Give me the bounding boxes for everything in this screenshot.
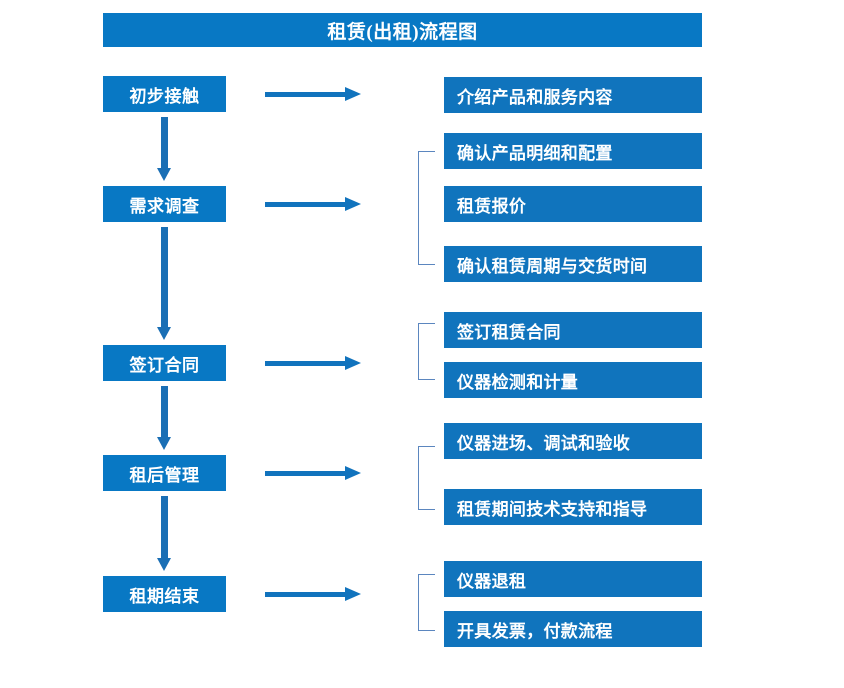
detail-box-9[interactable]: 仪器退租 (444, 561, 702, 597)
group-bracket-1 (418, 151, 435, 265)
detail-box-3[interactable]: 租赁报价 (444, 186, 702, 222)
horizontal-arrow-icon-4 (265, 466, 361, 480)
detail-box-8[interactable]: 租赁期间技术支持和指导 (444, 489, 702, 525)
detail-label-1: 介绍产品和服务内容 (457, 87, 613, 107)
detail-box-7[interactable]: 仪器进场、调试和验收 (444, 423, 702, 459)
vertical-arrow-icon-2 (157, 227, 172, 340)
diagram-title-bar: 租赁(出租)流程图 (103, 13, 702, 47)
diagram-title: 租赁(出租)流程图 (327, 21, 478, 43)
group-bracket-3 (418, 446, 435, 510)
stage-box-1[interactable]: 初步接触 (103, 76, 226, 112)
horizontal-arrow-icon-5 (265, 587, 361, 601)
group-bracket-4 (418, 574, 435, 631)
vertical-arrow-icon-1 (157, 117, 172, 181)
stage-box-3[interactable]: 签订合同 (103, 345, 226, 381)
detail-label-5: 签订租赁合同 (457, 322, 561, 342)
detail-label-8: 租赁期间技术支持和指导 (457, 499, 648, 519)
stage-box-4[interactable]: 租后管理 (103, 455, 226, 491)
detail-label-3: 租赁报价 (457, 196, 527, 216)
vertical-arrow-icon-3 (157, 386, 172, 450)
detail-box-6[interactable]: 仪器检测和计量 (444, 362, 702, 398)
horizontal-arrow-icon-1 (265, 87, 361, 101)
detail-label-9: 仪器退租 (457, 571, 527, 591)
detail-label-7: 仪器进场、调试和验收 (457, 433, 630, 453)
vertical-arrow-icon-4 (157, 496, 172, 571)
detail-label-6: 仪器检测和计量 (457, 372, 579, 392)
horizontal-arrow-icon-3 (265, 356, 361, 370)
stage-label-5: 租期结束 (129, 586, 200, 606)
stage-label-3: 签订合同 (129, 355, 200, 375)
group-bracket-2 (418, 323, 435, 380)
stage-box-2[interactable]: 需求调查 (103, 186, 226, 222)
detail-box-2[interactable]: 确认产品明细和配置 (444, 133, 702, 169)
stage-label-1: 初步接触 (129, 86, 200, 106)
stage-label-2: 需求调查 (129, 196, 200, 216)
detail-label-4: 确认租赁周期与交货时间 (457, 256, 648, 276)
stage-box-5[interactable]: 租期结束 (103, 576, 226, 612)
detail-label-10: 开具发票，付款流程 (457, 621, 613, 641)
detail-box-4[interactable]: 确认租赁周期与交货时间 (444, 246, 702, 282)
detail-label-2: 确认产品明细和配置 (457, 143, 613, 163)
stage-label-4: 租后管理 (129, 465, 200, 485)
horizontal-arrow-icon-2 (265, 197, 361, 211)
detail-box-1[interactable]: 介绍产品和服务内容 (444, 77, 702, 113)
detail-box-5[interactable]: 签订租赁合同 (444, 312, 702, 348)
detail-box-10[interactable]: 开具发票，付款流程 (444, 611, 702, 647)
